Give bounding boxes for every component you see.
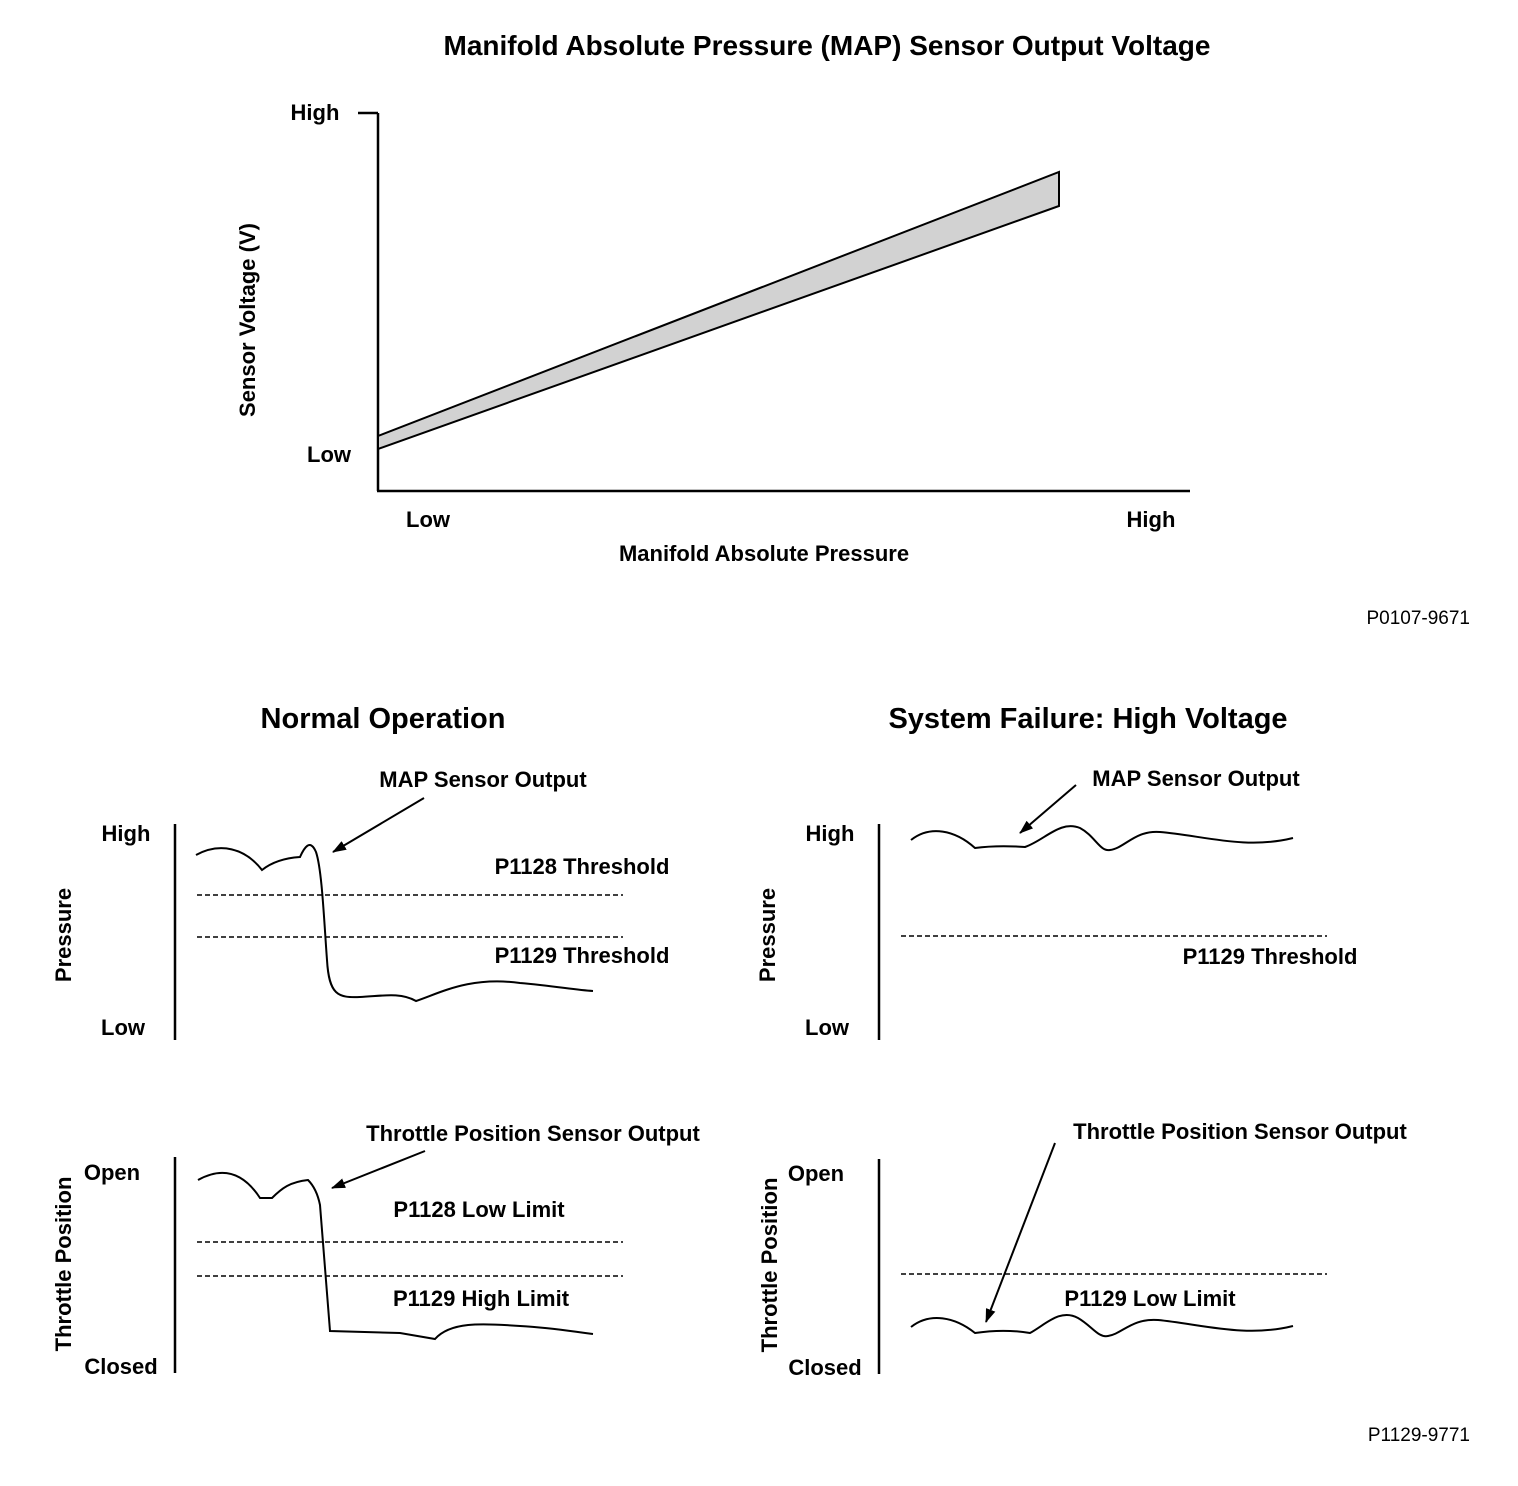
top-chart-x-low: Low: [406, 507, 451, 532]
top-chart-y-high: High: [291, 100, 340, 125]
failure-throttle-plot: Open Closed Throttle Position P1129 Low …: [757, 1119, 1407, 1380]
failure-panel: System Failure: High Voltage High Low Pr…: [755, 703, 1407, 1380]
arrow-icon: [332, 797, 425, 853]
normal-throttle-plot: Open Closed Throttle Position P1128 Low …: [51, 1121, 700, 1379]
failure-map-sensor-label: MAP Sensor Output: [1092, 766, 1300, 791]
normal-p1129-threshold-label: P1129 Threshold: [495, 943, 670, 968]
arrow-icon: [331, 1150, 426, 1189]
voltage-band: [377, 170, 1060, 451]
top-chart-x-high: High: [1127, 507, 1176, 532]
arrow-icon: [985, 1142, 1056, 1323]
top-chart: Manifold Absolute Pressure (MAP) Sensor …: [235, 30, 1470, 629]
normal-throttle-open: Open: [84, 1160, 140, 1185]
failure-title: System Failure: High Voltage: [888, 703, 1287, 735]
top-chart-figure-code: P0107-9671: [1366, 608, 1470, 629]
bottom-figure-code: P1129-9771: [1368, 1425, 1470, 1446]
failure-pressure-low: Low: [805, 1015, 850, 1040]
normal-pressure-axis-label: Pressure: [51, 888, 76, 982]
failure-pressure-plot: High Low Pressure P1129 Threshold MAP Se…: [755, 766, 1357, 1040]
failure-pressure-high: High: [806, 821, 855, 846]
arrow-icon: [1019, 784, 1077, 834]
normal-map-sensor-label: MAP Sensor Output: [379, 767, 587, 792]
failure-tps-label: Throttle Position Sensor Output: [1073, 1119, 1407, 1144]
normal-map-sensor-curve: [195, 844, 594, 1003]
failure-throttle-closed: Closed: [788, 1355, 861, 1380]
failure-pressure-axis-label: Pressure: [755, 888, 780, 982]
failure-throttle-axis-label: Throttle Position: [757, 1178, 782, 1353]
failure-map-sensor-curve: [910, 825, 1294, 852]
top-chart-y-low: Low: [307, 442, 352, 467]
normal-tps-label: Throttle Position Sensor Output: [366, 1121, 700, 1146]
normal-throttle-closed: Closed: [84, 1354, 157, 1379]
failure-p1129-threshold-label: P1129 Threshold: [1183, 944, 1358, 969]
normal-operation-title: Normal Operation: [261, 703, 506, 735]
failure-throttle-open: Open: [788, 1161, 844, 1186]
top-chart-x-axis-label: Manifold Absolute Pressure: [619, 541, 909, 566]
normal-pressure-plot: High Low Pressure P1128 Threshold P1129 …: [51, 767, 669, 1040]
normal-pressure-low: Low: [101, 1015, 146, 1040]
normal-p1128-threshold-label: P1128 Threshold: [495, 854, 670, 879]
failure-p1129-low-limit-label: P1129 Low Limit: [1064, 1286, 1236, 1311]
top-chart-y-axis-label: Sensor Voltage (V): [235, 223, 260, 417]
normal-pressure-high: High: [102, 821, 151, 846]
normal-tps-curve: [197, 1171, 594, 1341]
normal-throttle-axis-label: Throttle Position: [51, 1177, 76, 1352]
top-chart-title: Manifold Absolute Pressure (MAP) Sensor …: [444, 30, 1211, 61]
failure-tps-curve: [910, 1314, 1294, 1338]
normal-p1128-low-limit-label: P1128 Low Limit: [393, 1197, 565, 1222]
normal-operation-panel: Normal Operation High Low Pressure P1128…: [51, 703, 700, 1379]
normal-p1129-high-limit-label: P1129 High Limit: [393, 1286, 570, 1311]
